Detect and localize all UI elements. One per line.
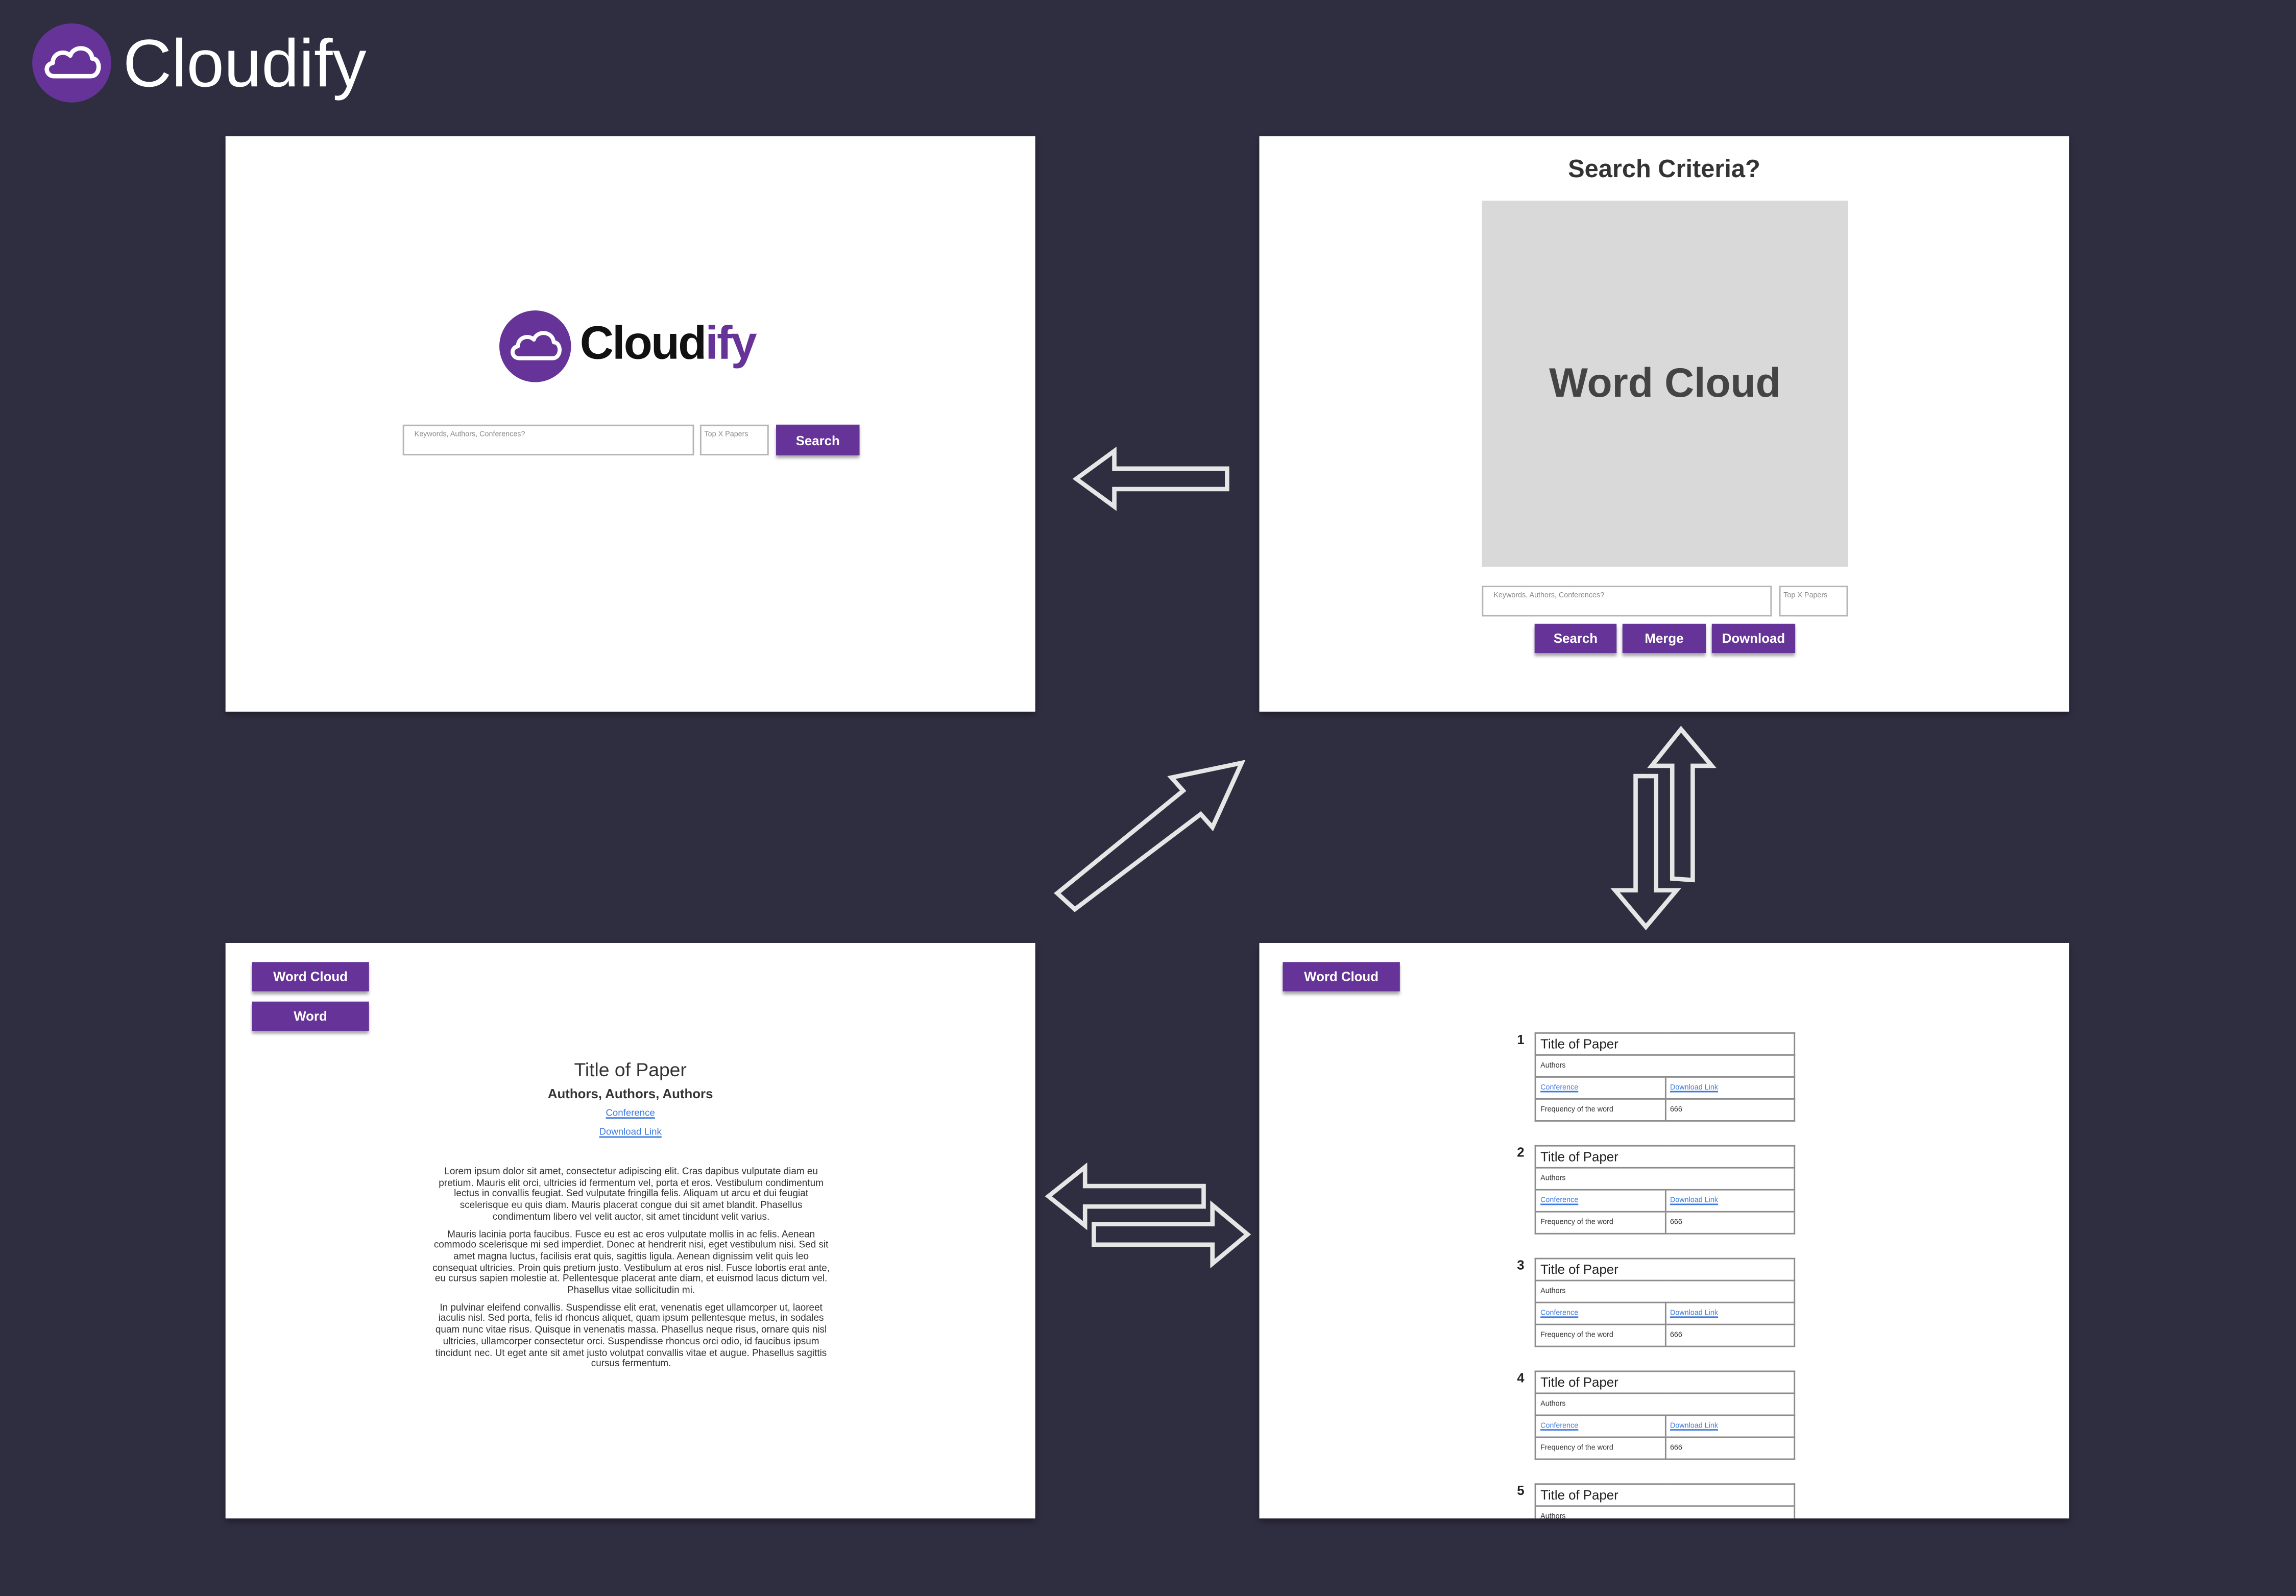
rank-number: 1: [1517, 1032, 1525, 1047]
arrow-horizontal-double-icon: [1092, 1200, 1251, 1269]
word-cloud-screen: Search Criteria? Word Cloud Keywords, Au…: [1259, 136, 2069, 712]
paragraph: Lorem ipsum dolor sit amet, consectetur …: [439, 1167, 824, 1223]
search-button[interactable]: Search: [776, 424, 860, 455]
rank-number: 4: [1517, 1370, 1525, 1386]
arrow-horizontal-double-icon: [1045, 1162, 1206, 1230]
card-authors: Authors: [1534, 1279, 1796, 1303]
search-button[interactable]: Search: [1534, 623, 1617, 654]
download-link[interactable]: Download Link: [1664, 1414, 1796, 1438]
card-authors: Authors: [1534, 1054, 1796, 1078]
card-authors: Authors: [1534, 1167, 1796, 1191]
frequency-value: 666: [1664, 1323, 1796, 1347]
home-logo-text: Cloudify: [579, 316, 757, 369]
conference-link[interactable]: Conference: [1534, 1076, 1666, 1100]
conference-link[interactable]: Conference: [1534, 1414, 1666, 1438]
paragraph: In pulvinar eleifend convallis. Suspendi…: [435, 1302, 827, 1370]
card-title: Title of Paper: [1534, 1145, 1796, 1169]
search-input[interactable]: Keywords, Authors, Conferences?: [402, 424, 694, 455]
card-title: Title of Paper: [1534, 1032, 1796, 1056]
app-title: Cloudify: [123, 25, 367, 101]
arrow-left-icon: [1072, 446, 1229, 511]
paper-authors: Authors, Authors, Authors: [547, 1086, 713, 1101]
search-input[interactable]: Keywords, Authors, Conferences?: [1482, 586, 1772, 617]
frequency-value: 666: [1664, 1436, 1796, 1460]
paper-card[interactable]: Title of Paper Authors: [1534, 1483, 1796, 1519]
paper-detail-screen: Word Cloud Word Title of Paper Authors, …: [225, 942, 1035, 1519]
frequency-value: 666: [1664, 1211, 1796, 1235]
download-link[interactable]: Download Link: [1664, 1189, 1796, 1213]
search-criteria-title: Search Criteria?: [1568, 155, 1760, 183]
rank-number: 5: [1517, 1483, 1525, 1498]
rank-number: 2: [1517, 1145, 1525, 1160]
card-title: Title of Paper: [1534, 1483, 1796, 1507]
paper-title: Title of Paper: [574, 1058, 687, 1081]
merge-button[interactable]: Merge: [1622, 623, 1706, 654]
frequency-label: Frequency of the word: [1534, 1436, 1666, 1460]
card-authors: Authors: [1534, 1392, 1796, 1416]
word-cloud-label: Word Cloud: [1549, 360, 1781, 406]
rank-number: 3: [1517, 1258, 1525, 1273]
word-cloud-button[interactable]: Word Cloud: [1283, 962, 1400, 992]
conference-link[interactable]: Conference: [1534, 1301, 1666, 1325]
word-cloud-placeholder: Word Cloud: [1482, 200, 1848, 567]
download-button[interactable]: Download: [1711, 623, 1796, 654]
cloud-icon: [499, 310, 571, 382]
frequency-label: Frequency of the word: [1534, 1211, 1666, 1235]
card-authors: Authors: [1534, 1505, 1796, 1519]
cloud-icon: [32, 23, 111, 103]
paragraph: Mauris lacinia porta faucibus. Fusce eu …: [432, 1229, 830, 1296]
top-x-input[interactable]: Top X Papers: [1779, 586, 1848, 617]
frequency-value: 666: [1664, 1098, 1796, 1122]
paper-body: Lorem ipsum dolor sit amet, consectetur …: [430, 1167, 832, 1376]
conference-link[interactable]: Conference: [1534, 1189, 1666, 1213]
download-link[interactable]: Download Link: [599, 1127, 662, 1138]
home-screen: Cloudify Keywords, Authors, Conferences?…: [225, 136, 1035, 712]
arrow-vertical-double-icon: [1647, 726, 1717, 883]
arrow-diagonal-icon: [1054, 760, 1246, 912]
download-link[interactable]: Download Link: [1664, 1301, 1796, 1325]
frequency-label: Frequency of the word: [1534, 1323, 1666, 1347]
card-title: Title of Paper: [1534, 1370, 1796, 1394]
frequency-label: Frequency of the word: [1534, 1098, 1666, 1122]
arrow-vertical-double-icon: [1610, 773, 1682, 931]
conference-link[interactable]: Conference: [606, 1108, 655, 1119]
word-cloud-button[interactable]: Word Cloud: [252, 962, 369, 992]
card-title: Title of Paper: [1534, 1258, 1796, 1281]
download-link[interactable]: Download Link: [1664, 1076, 1796, 1100]
top-x-input[interactable]: Top X Papers: [699, 424, 769, 455]
word-button[interactable]: Word: [252, 1001, 369, 1031]
